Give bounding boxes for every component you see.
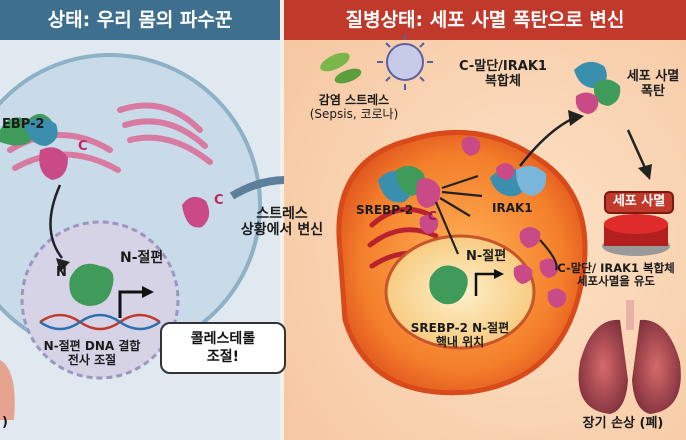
transition-line2: 상황에서 변신 [240, 222, 324, 239]
right-nterm-protein [429, 265, 468, 305]
arrow-to-death [519, 116, 575, 167]
left-c-label: C [78, 139, 88, 154]
right-panel-title: 질병상태: 세포 사멸 폭탄으로 변신 [345, 9, 625, 31]
arrow-to-button [626, 129, 648, 171]
left-srebp2-label: EBP-2 [2, 117, 45, 132]
left-arrow-to-nucleus [49, 184, 63, 259]
transition-line1: 스트레스 [256, 206, 308, 222]
irak1-complex [490, 163, 547, 197]
infection-line2: (Sepsis, 코로나) [309, 106, 399, 121]
left-transcription-arrow [118, 290, 142, 318]
left-edge-shape [0, 360, 15, 420]
nuclear-location-label: SREBP-2 N-절편 핵내 위치 [404, 321, 516, 350]
right-c-fragments [419, 136, 567, 308]
right-title-bar [284, 0, 686, 40]
induce-line2: 세포사멸을 유도 [576, 274, 656, 289]
left-bottom-label: ) [2, 415, 8, 430]
left-c-outside-label: C [214, 193, 224, 208]
lungs-graphic [578, 300, 681, 414]
right-fan-arrows [434, 174, 483, 255]
right-srebp2-label: SREBP-2 [356, 203, 414, 217]
induce-line1: C-말단/ IRAK1 복합체 [557, 261, 675, 275]
right-nterm-label: N-절편 [466, 249, 507, 264]
cholesterol-callout: 콜레스테롤 조절! [160, 322, 286, 375]
complex-line1: C-말단/IRAK1 [459, 59, 547, 74]
death-button-graphic [602, 214, 670, 256]
left-dna-caption-line2: 전사 조절 [67, 352, 117, 367]
right-c-label: C [428, 209, 437, 223]
left-panel-title: 상태: 우리 몸의 파수꾼 [47, 9, 233, 31]
death-line1: 세포 사멸 [626, 69, 680, 84]
left-dna-caption-line1: N-절편 DNA 결합 [43, 339, 141, 353]
arrow-to-induce [539, 239, 558, 271]
complex-line2: 복합체 [485, 73, 521, 89]
callout-line2: 조절! [206, 349, 240, 366]
right-srebp2-protein [378, 165, 441, 208]
infection-agents [320, 34, 433, 90]
callout-line1: 콜레스테롤 [190, 331, 256, 347]
left-title-bar [0, 0, 280, 40]
left-srebp2-protein [0, 113, 68, 180]
nuclear-line2: 핵내 위치 [435, 334, 485, 349]
left-nterm-label: N-절편 [120, 250, 164, 266]
left-dna [39, 313, 161, 331]
induce-label: C-말단/ IRAK1 복합체 세포사멸을 유도 [546, 261, 686, 289]
transition-label: 스트레스 상황에서 변신 [236, 206, 328, 238]
left-nterm-protein [69, 263, 114, 306]
left-dna-caption: N-절편 DNA 결합 전사 조절 [22, 339, 162, 368]
death-line2: 폭탄 [641, 83, 665, 99]
nuclear-line1: SREBP-2 N-절편 [410, 321, 510, 335]
left-n-label: N [56, 265, 67, 280]
death-button[interactable]: 세포 사멸 [604, 191, 674, 214]
right-transcription-arrow [474, 272, 494, 296]
infection-label: 감염 스트레스 (Sepsis, 코로나) [300, 93, 408, 122]
irak1-label: IRAK1 [492, 201, 533, 215]
death-bomb-cluster [574, 61, 621, 114]
infection-line1: 감염 스트레스 [318, 93, 390, 107]
death-bomb-label: 세포 사멸 폭탄 [620, 69, 686, 100]
left-c-fragment [182, 196, 210, 228]
complex-label: C-말단/IRAK1 복합체 [448, 59, 558, 90]
organ-damage-label: 장기 손상 (폐) [582, 416, 664, 431]
